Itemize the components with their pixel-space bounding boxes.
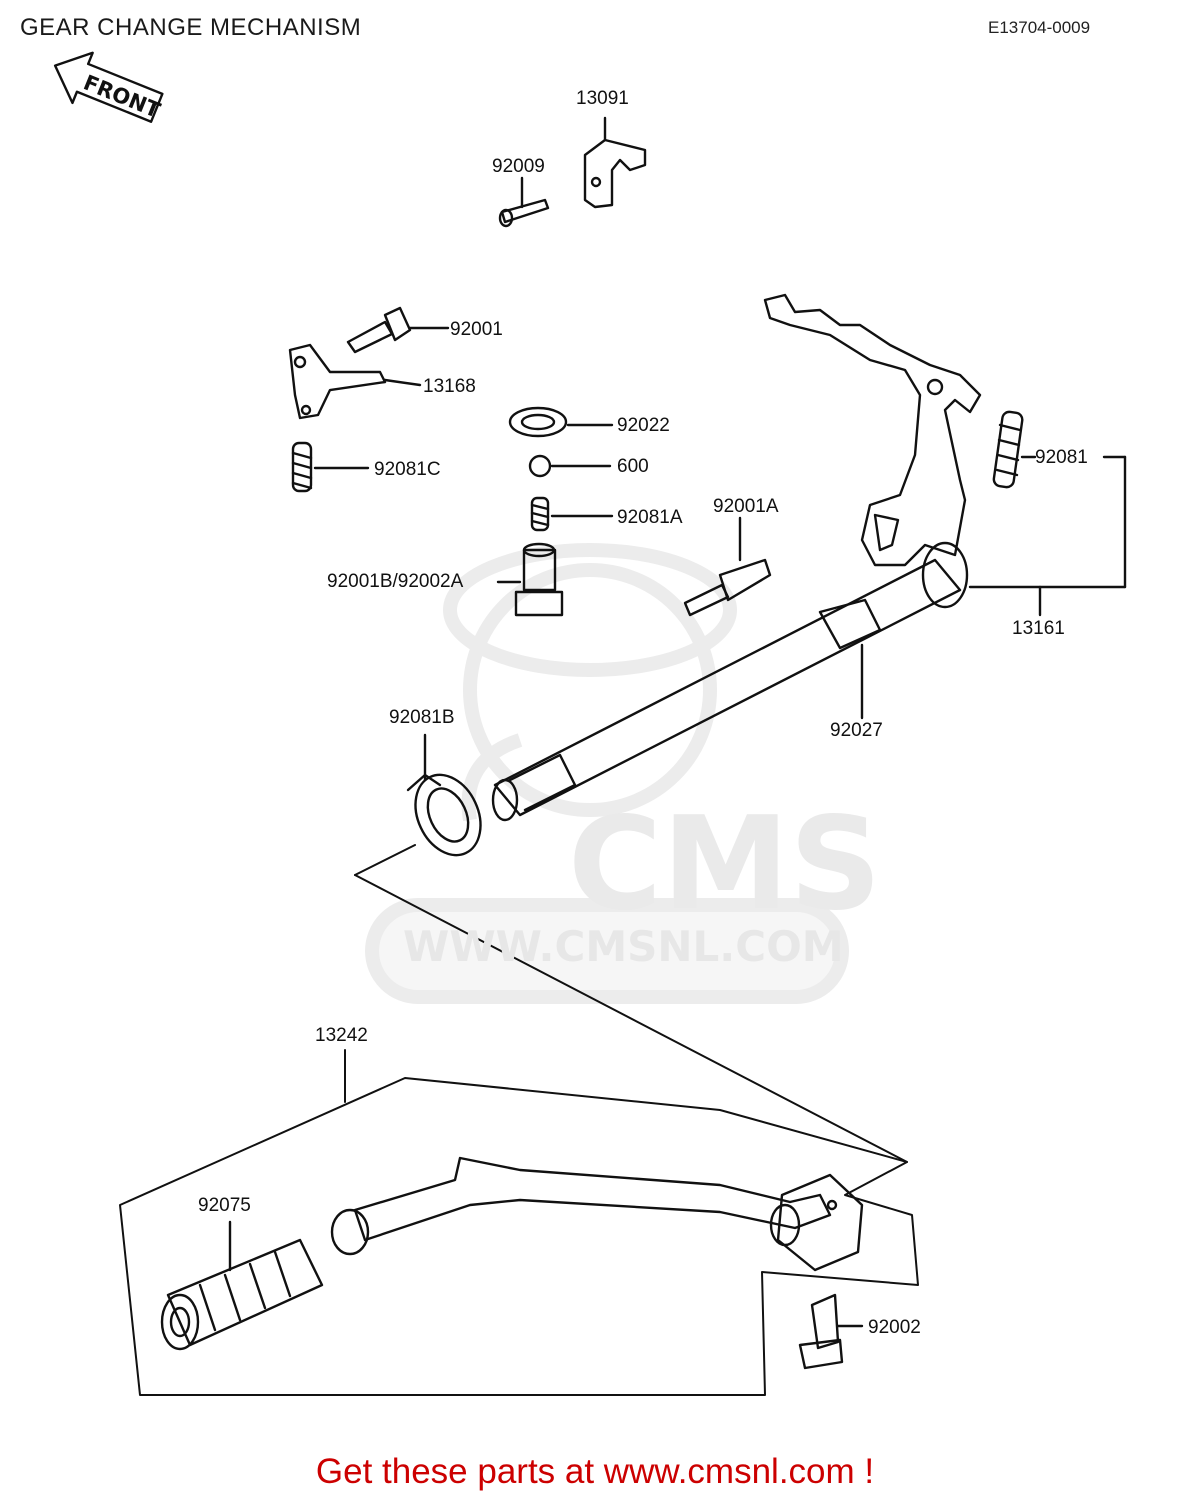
part-label-92075[interactable]: 92075: [198, 1195, 251, 1216]
cms-watermark-logo: [365, 543, 849, 1004]
spring-92081a: [530, 496, 614, 532]
part-label-92027[interactable]: 92027: [830, 720, 883, 741]
spring-92081: [992, 410, 1037, 489]
part-label-92001a[interactable]: 92001A: [713, 496, 779, 517]
part-label-13091[interactable]: 13091: [576, 88, 629, 109]
diagram-reference-code: E13704-0009: [988, 18, 1091, 37]
page-title: GEAR CHANGE MECHANISM: [20, 14, 362, 41]
plug-92001b: [496, 542, 564, 617]
part-label-92002[interactable]: 92002: [868, 1317, 921, 1338]
ball-600: [528, 454, 612, 478]
outline-13242: [119, 1049, 919, 1396]
assembly-guide-outline: [354, 844, 908, 1163]
return-spring-92081b: [406, 733, 482, 857]
bracket-13091: [583, 116, 647, 209]
part-label-13161[interactable]: 13161: [1012, 618, 1065, 639]
pin-92001a: [683, 516, 772, 617]
front-arrow-icon: [53, 51, 164, 123]
part-label-92001[interactable]: 92001: [450, 319, 503, 340]
footer-cta-link[interactable]: Get these parts at www.cmsnl.com !: [315, 1452, 875, 1491]
part-label-92001b-92002a[interactable]: 92001B/92002A: [327, 571, 464, 592]
part-label-92009[interactable]: 92009: [492, 156, 545, 177]
part-label-13242[interactable]: 13242: [315, 1025, 368, 1046]
bolt-92001: [346, 306, 450, 354]
spring-92081c: [291, 441, 370, 493]
part-label-92081c[interactable]: 92081C: [374, 459, 441, 480]
gear-pedal-13242: [330, 1156, 864, 1272]
shift-shaft-13161: [491, 293, 1127, 822]
part-label-92081b[interactable]: 92081B: [389, 707, 455, 728]
screw-92009: [498, 176, 550, 228]
watermark-url: WWW.CMSNL.COM: [403, 922, 844, 971]
collar-92027: [818, 598, 882, 720]
part-label-13168[interactable]: 13168: [423, 376, 476, 397]
part-label-92081[interactable]: 92081: [1035, 447, 1088, 468]
part-label-92022[interactable]: 92022: [617, 415, 670, 436]
part-label-600[interactable]: 600: [617, 456, 649, 477]
part-label-92081a[interactable]: 92081A: [617, 507, 683, 528]
washer-92022: [508, 406, 614, 438]
rubber-92075: [160, 1220, 324, 1351]
bolt-92002: [798, 1293, 864, 1370]
lever-13168: [288, 343, 422, 420]
watermark-brand: CMS: [568, 790, 882, 939]
